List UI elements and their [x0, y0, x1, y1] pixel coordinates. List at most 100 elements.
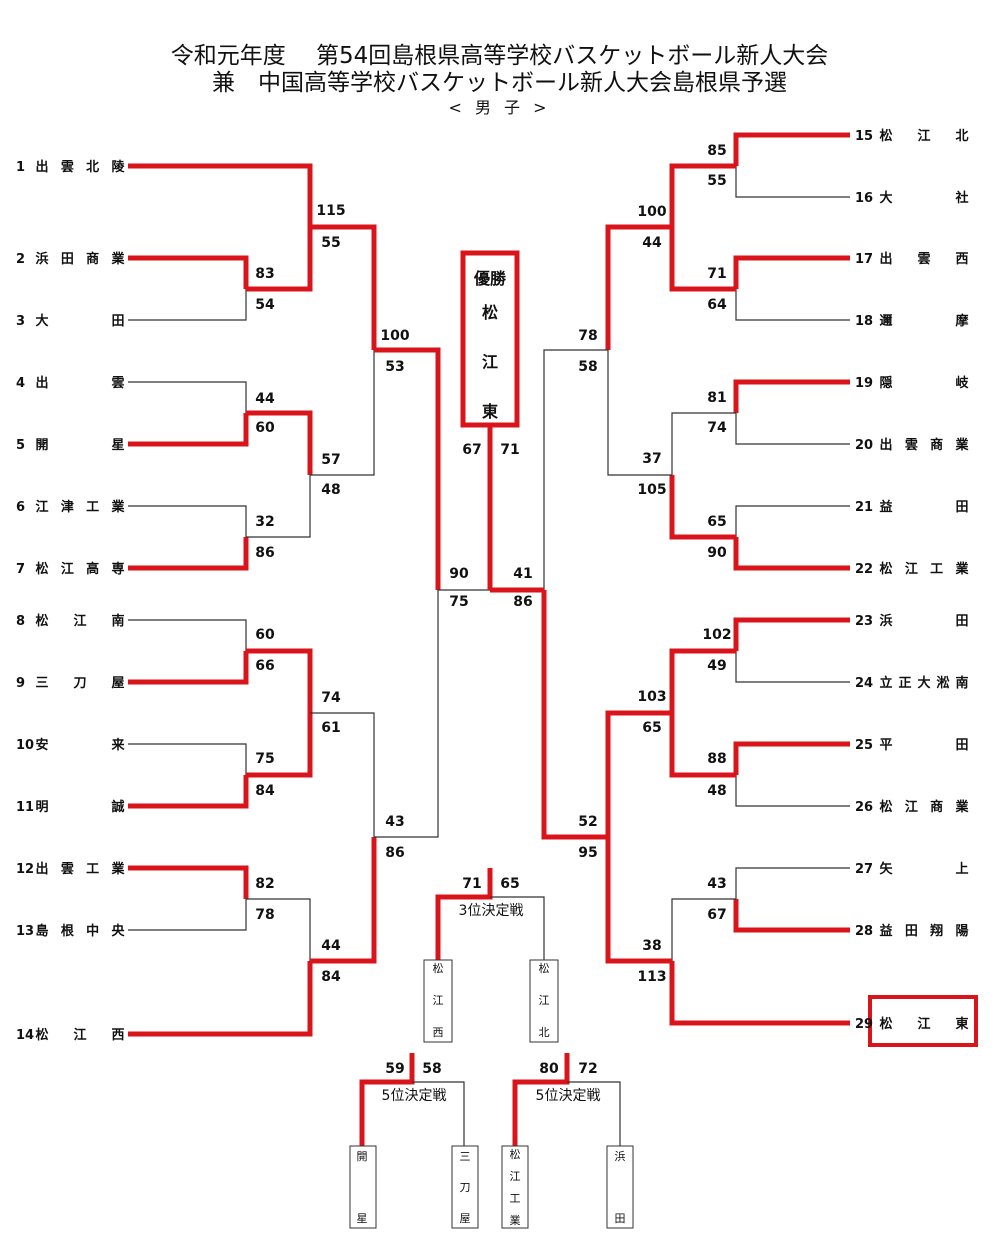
winner-path: [669, 713, 736, 778]
bracket-line: [246, 898, 311, 961]
score-l-12-44: 44: [321, 938, 341, 954]
fifth1-left-name: 開: [357, 1150, 368, 1163]
team-name-left: 雲: [61, 861, 74, 877]
score-r-5-81: 81: [707, 390, 726, 406]
bracket-line: [567, 1081, 621, 1146]
score-l-1-115: 115: [316, 203, 345, 219]
score-r-7-90: 90: [707, 545, 727, 561]
team-name-right: 矢: [879, 861, 893, 877]
team-name-right: 江: [917, 1016, 930, 1032]
score-r-4-58: 58: [578, 359, 597, 375]
team-name-left: 江: [61, 561, 74, 577]
score-r-3-71: 71: [707, 266, 726, 282]
team-number: 29: [855, 1017, 873, 1032]
score-r-2-100: 100: [637, 204, 666, 220]
team-name-left: 雲: [61, 159, 74, 175]
score-r-4-78: 78: [578, 328, 597, 344]
score-r-9-65: 65: [642, 720, 661, 736]
bracket-line: [735, 651, 850, 683]
team-name-left: 雲: [111, 375, 124, 391]
bracket-line: [128, 899, 247, 931]
team-number: 5: [16, 438, 25, 453]
winner-path: [374, 347, 441, 590]
winner-path: [733, 537, 850, 571]
team-number: 13: [16, 924, 34, 939]
score-l-5-48: 48: [321, 482, 340, 498]
score-r-9-103: 103: [637, 689, 666, 705]
team-name-right: 大: [917, 675, 930, 691]
score-third-r: 65: [500, 876, 519, 892]
winner-path: [605, 710, 672, 837]
bracket-line: [374, 590, 439, 838]
team-name-left: 田: [111, 314, 124, 329]
bracket-line: [310, 712, 375, 837]
team-number: 15: [855, 129, 873, 144]
champion-name: 松: [482, 303, 498, 322]
team-name-right: 隠: [879, 375, 892, 391]
fifth2-left-name: 業: [510, 1214, 521, 1227]
winner-path: [733, 132, 850, 166]
team-number: 1: [16, 160, 25, 175]
score-l-9-84: 84: [255, 783, 275, 799]
team-number: 24: [855, 676, 873, 691]
team-name-left: 西: [111, 1028, 124, 1043]
score-l-7-66: 66: [255, 658, 274, 674]
team-name-right: 陽: [955, 923, 968, 939]
team-name-left: 陵: [111, 159, 125, 175]
winner-path: [435, 868, 493, 960]
team-name-left: 大: [35, 313, 48, 329]
team-name-right: 業: [954, 561, 969, 577]
score-l-8-61: 61: [321, 720, 340, 736]
team-number: 6: [16, 500, 25, 515]
third-right-name: 北: [539, 1026, 550, 1039]
winner-path: [669, 227, 736, 292]
score-l-10-43: 43: [385, 814, 404, 830]
team-name-left: 星: [111, 438, 124, 453]
score-r-13-113: 113: [637, 969, 666, 985]
bracket-line: [128, 381, 247, 413]
score-r-7-65: 65: [707, 514, 726, 530]
score-r-11-52: 52: [578, 814, 597, 830]
team-name-left: 中: [86, 923, 99, 939]
score-l-10-86: 86: [385, 845, 404, 861]
team-name-left: 松: [35, 561, 48, 577]
winner-path: [128, 255, 249, 289]
division-label: < 男 子 >: [448, 98, 551, 117]
team-name-left: 根: [61, 923, 75, 939]
fifth1-right-box: [451, 1145, 479, 1229]
team-name-right: 翔: [929, 923, 943, 939]
team-name-left: 江: [35, 499, 48, 515]
team-name-left: 出: [35, 861, 48, 877]
team-number: 21: [855, 500, 873, 515]
winner-path: [669, 648, 736, 713]
bracket-line: [128, 289, 247, 321]
team-name-right: 摩: [955, 313, 969, 329]
winner-path: [246, 227, 313, 292]
fifth1-left-box: [349, 1145, 377, 1229]
third-left-name: 江: [433, 994, 444, 1007]
score-l-4-44: 44: [255, 391, 275, 407]
team-name-right: 出: [879, 437, 892, 453]
bracket-line: [128, 743, 247, 775]
score-l-11-78: 78: [255, 907, 274, 923]
team-number: 7: [16, 562, 25, 577]
score-r-11-95: 95: [578, 845, 597, 861]
team-name-left: 来: [110, 737, 125, 753]
fifth1-right-name: 刀: [460, 1181, 471, 1194]
winner-path: [128, 775, 249, 809]
champion-name: 江: [482, 353, 498, 372]
winner-path: [669, 163, 736, 227]
score-r-1-55: 55: [707, 173, 726, 189]
team-number: 19: [855, 376, 873, 391]
winner-path: [669, 961, 850, 1026]
team-name-left: 北: [86, 160, 99, 175]
team-name-right: 雲: [917, 251, 930, 267]
bracket-lines: [128, 132, 978, 1229]
score-r-12-43: 43: [707, 876, 726, 892]
team-number: 10: [16, 738, 34, 753]
score-l-8-74: 74: [321, 690, 341, 706]
fifth2-left-name: 工: [510, 1192, 521, 1205]
team-name-right: 松: [879, 561, 892, 577]
